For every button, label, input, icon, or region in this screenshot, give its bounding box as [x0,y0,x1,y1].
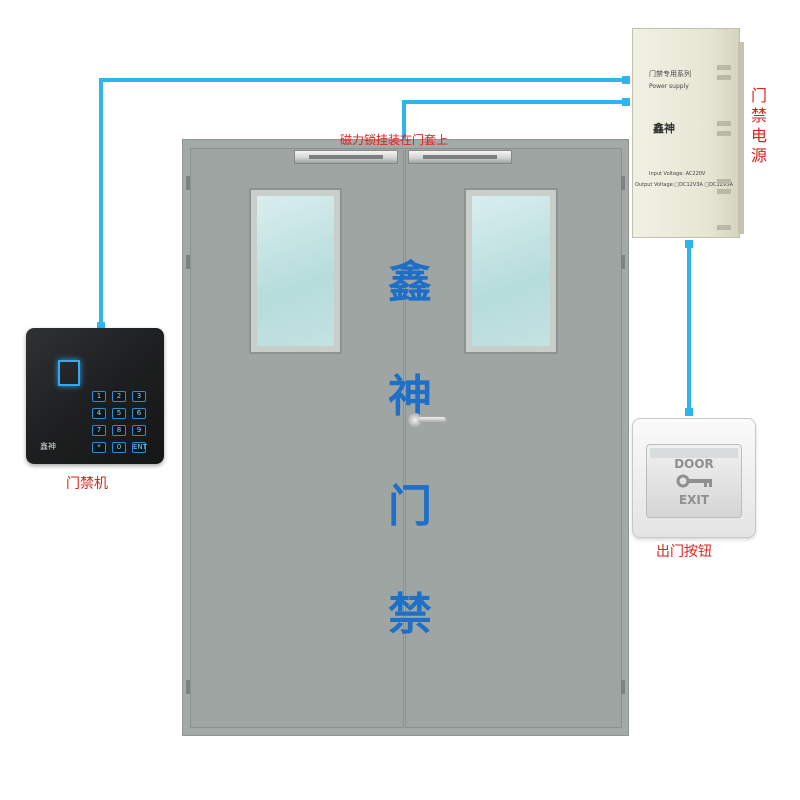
wire-exit-vertical [687,242,691,412]
door-hinge [621,255,625,269]
door-handle [418,417,446,423]
keypad-key[interactable]: 0 [112,442,126,453]
wire-node-psu-top [622,76,630,84]
psu-output-voltage: Output Voltage:□DC12V3A □DC12V5A [635,182,733,188]
magnetic-lock-label: 磁力锁挂装在门套上 [340,133,449,147]
wire-node-exit [685,408,693,416]
power-supply-box: 门禁专用系列 Power supply 鑫神 Input Voltage: AC… [632,28,740,238]
door-hinge [621,176,625,190]
psu-logo: 鑫神 [653,122,675,135]
card-reader-label: 门禁机 [66,476,108,492]
keypad-key[interactable]: 6 [132,408,146,419]
power-supply-side [738,42,744,234]
psu-vent [717,179,731,184]
door-hinge [621,680,625,694]
keypad-key[interactable]: ENT [132,442,147,453]
keypad-key[interactable]: 3 [132,391,146,402]
wire-node-keypad [97,322,105,330]
keypad-key[interactable]: 4 [92,408,106,419]
card-reader-logo: 鑫神 [40,442,56,451]
keypad-key[interactable]: * [92,442,106,453]
wire-lock-horizontal [402,100,630,104]
psu-vent [717,65,731,70]
keypad-key[interactable]: 1 [92,391,106,402]
keypad-key[interactable]: 2 [112,391,126,402]
door-window-left [249,188,342,354]
exit-button-door-text: DOOR [674,457,714,471]
door-leaf-right [405,148,622,728]
wire-node-psu-bottom [685,240,693,248]
key-icon [676,474,712,488]
magnetic-lock-left [294,150,398,164]
keypad-key[interactable]: 8 [112,425,126,436]
wire-node-psu-lock [622,98,630,106]
exit-button-exit-text: EXIT [678,493,710,507]
psu-subtitle: Power supply [649,83,689,90]
psu-vent [717,75,731,80]
card-reader-card-area [58,360,80,386]
psu-title: 门禁专用系列 [649,70,691,78]
keypad-key[interactable]: 9 [132,425,146,436]
door-handle-rose [408,413,422,427]
power-supply-label: 门 禁 电 源 [750,86,767,165]
door-hinge [186,176,190,190]
psu-input-voltage: Input Voltage: AC220V [649,171,706,177]
psu-vent [717,225,731,230]
magnetic-lock-right [408,150,512,164]
keypad-key[interactable]: 7 [92,425,106,436]
door-char-1: 鑫 [388,257,432,308]
keypad-key[interactable]: 5 [112,408,126,419]
wire-lock-vertical [402,100,406,144]
door-char-3: 门 [388,481,432,532]
psu-vent [717,131,731,136]
exit-button-label: 出门按钮 [656,544,712,560]
psu-vent [717,121,731,126]
door-char-4: 禁 [388,589,432,640]
wire-keypad-vertical [99,78,103,328]
wire-keypad-horizontal [99,78,630,82]
door-hinge [186,680,190,694]
exit-button-top-strip [650,448,738,458]
door-window-right [464,188,558,354]
psu-vent [717,189,731,194]
door-hinge [186,255,190,269]
